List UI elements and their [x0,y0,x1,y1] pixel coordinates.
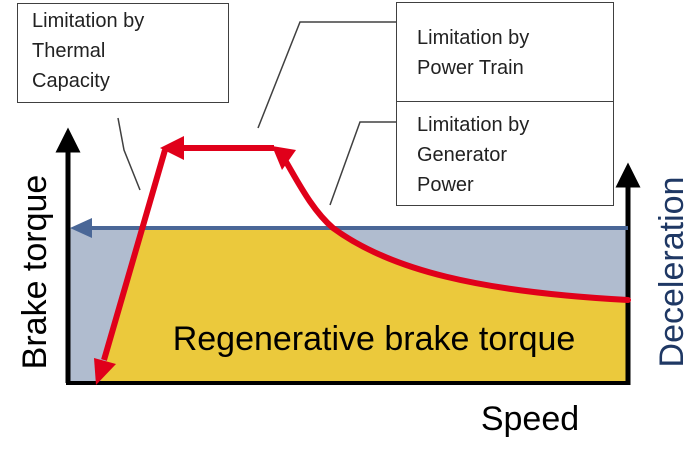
y-axis-left-label: Brake torque [16,175,54,370]
leader-generator [329,121,398,206]
red-limit-curve [282,157,631,303]
leader-power-train [257,21,396,129]
x-axis-label: Speed [481,400,579,438]
red-arrowhead-top-right [272,146,296,170]
regenerative-torque-label: Regenerative brake torque [173,320,576,358]
callout-power-train: Limitation by Power Train [396,2,614,102]
y-axis-right-label: Deceleration [653,177,691,368]
red-arrowhead-bottom [94,358,116,385]
red-falling-line [101,149,168,361]
blue-line-arrowhead [70,218,92,238]
callout-generator-power: Limitation by Generator Power [396,101,614,206]
callout-thermal-capacity: Limitation by Thermal Capacity [17,3,229,103]
red-arrowhead-top-left [160,136,184,160]
regenerative-torque-region [100,228,628,383]
leader-thermal [117,117,141,191]
